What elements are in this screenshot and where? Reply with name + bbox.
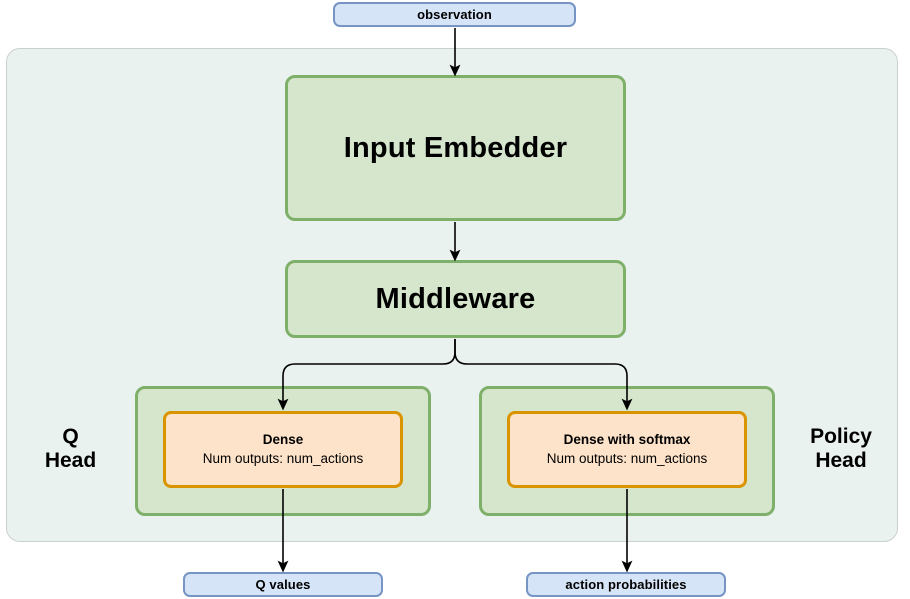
output-q-values-label: Q values: [255, 577, 311, 592]
q-head-side-label-line2: Head: [44, 449, 97, 472]
output-action-probabilities-label: action probabilities: [565, 577, 687, 592]
q-head-dense-layer: Dense Num outputs: num_actions: [163, 411, 403, 488]
q-head-side-label: Q Head: [18, 416, 123, 482]
policy-head-side-label-line1: Policy: [810, 424, 872, 448]
policy-head-dense-softmax-layer: Dense with softmax Num outputs: num_acti…: [507, 411, 747, 488]
policy-head-side-label-line2: Head: [815, 449, 867, 472]
q-head-dense-layer-title: Dense: [262, 432, 304, 448]
policy-head-side-label: Policy Head: [786, 416, 896, 482]
output-action-probabilities-box: action probabilities: [526, 572, 726, 597]
policy-head-dense-softmax-layer-title: Dense with softmax: [563, 432, 691, 448]
block-input-embedder: Input Embedder: [285, 75, 626, 221]
input-observation-label: observation: [417, 7, 492, 22]
input-observation-box: observation: [333, 2, 576, 27]
q-head-dense-layer-subtitle: Num outputs: num_actions: [202, 450, 364, 466]
block-input-embedder-label: Input Embedder: [343, 131, 568, 164]
output-q-values-box: Q values: [183, 572, 383, 597]
block-middleware-label: Middleware: [375, 282, 536, 315]
block-middleware: Middleware: [285, 260, 626, 338]
policy-head-dense-softmax-layer-subtitle: Num outputs: num_actions: [546, 450, 708, 466]
q-head-side-label-line1: Q: [62, 424, 79, 448]
